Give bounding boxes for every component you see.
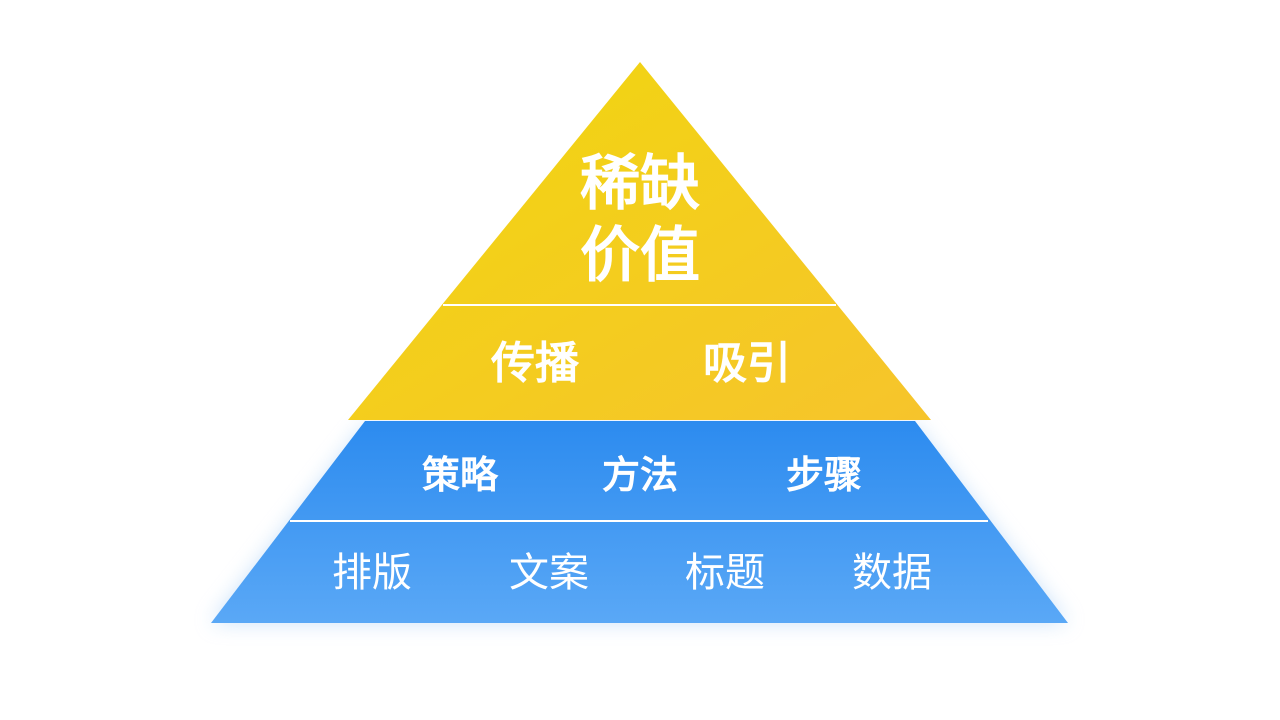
tier4-label: 数据: [852, 550, 932, 596]
tier3-label: 方法: [601, 453, 679, 497]
apex-label-line1: 稀缺: [580, 149, 700, 219]
tier2-label: 传播: [491, 338, 579, 389]
tier4-label: 文案: [509, 550, 589, 596]
yellow-tiers: [348, 62, 931, 420]
tier3-label: 策略: [421, 453, 499, 497]
apex-label-line2: 价值: [580, 221, 700, 291]
tier4-label: 标题: [685, 550, 765, 596]
tier2-label: 吸引: [703, 338, 791, 389]
tier4-label: 排版: [332, 550, 412, 596]
tier3-label: 步骤: [785, 453, 863, 497]
